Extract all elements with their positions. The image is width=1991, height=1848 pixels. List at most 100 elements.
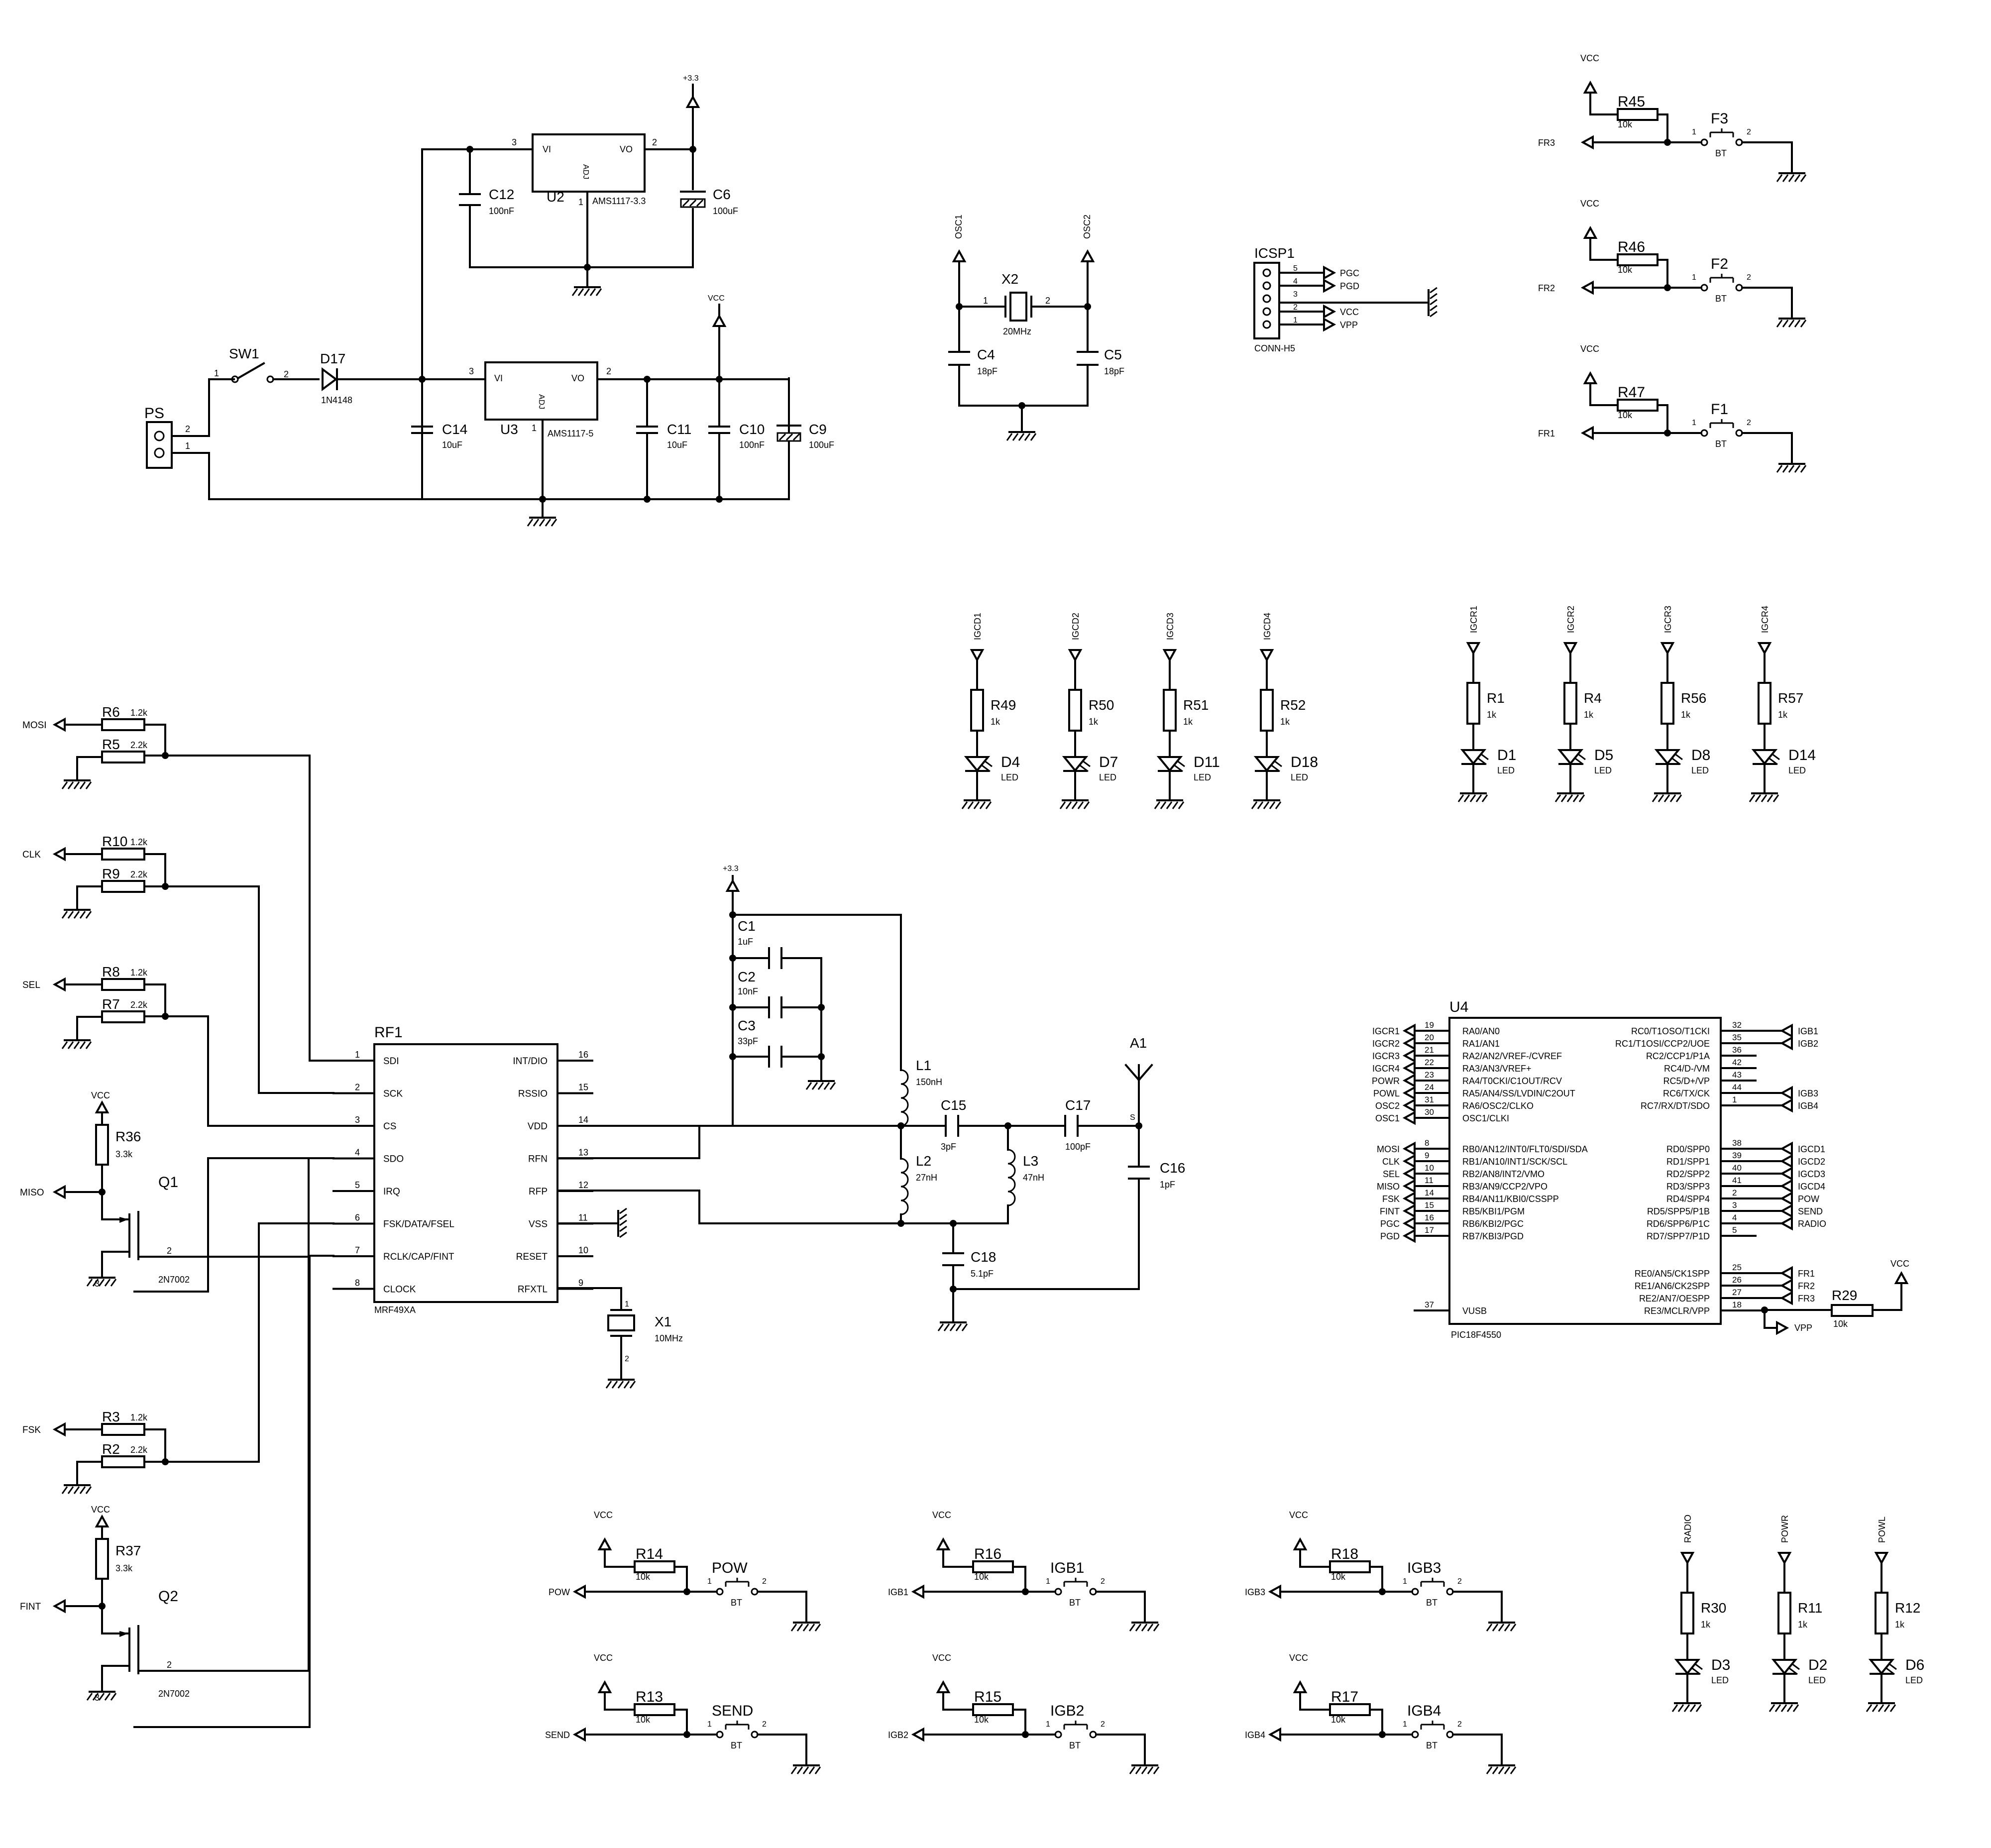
- switch-pin-b: 2: [1457, 1720, 1462, 1729]
- ground-hatch: [1059, 801, 1090, 809]
- regulator-u2-pin-vo: 2: [652, 137, 657, 147]
- resistor-ref: R56: [1681, 690, 1706, 706]
- ground-symbol-icon: [1776, 318, 1807, 327]
- rf1-value: MRF49XA: [374, 1305, 416, 1315]
- switch-value: BT: [1715, 294, 1727, 304]
- switch-contact: [1411, 1588, 1419, 1596]
- resistor-body: [1163, 689, 1177, 732]
- u4-net-arrow-icon: [1402, 1179, 1416, 1194]
- led-emission: [1080, 760, 1091, 772]
- net-arrow-icon: [52, 847, 66, 862]
- u4-pin-number: 23: [1425, 1070, 1434, 1080]
- resistor-ref: R10: [102, 834, 127, 849]
- ground-hatch: [1776, 465, 1807, 473]
- u4-net-arrow-icon: [1402, 1228, 1416, 1243]
- ground-symbol-icon: [617, 1207, 627, 1238]
- wire: [76, 1461, 103, 1485]
- regulator-u3-value: AMS1117-5: [548, 429, 593, 438]
- u4-pin-name: RA4/T0CKI/C1OUT/RCV: [1462, 1076, 1562, 1086]
- led-value: LED: [1711, 1675, 1729, 1685]
- cap-c17-ref: C17: [1065, 1097, 1091, 1113]
- ground-hatch: [61, 1486, 92, 1494]
- u4-pin-name: RE3/MCLR/VPP: [1644, 1306, 1710, 1316]
- resistor-value: 10k: [636, 1572, 651, 1582]
- led-net-label: IGCR3: [1663, 606, 1673, 633]
- ground-symbol-icon: [937, 1321, 968, 1331]
- wire: [1095, 1591, 1146, 1623]
- divider-net-label: FSK: [22, 1425, 41, 1435]
- u4-pin-name: RD6/SPP6/P1C: [1647, 1219, 1710, 1229]
- u4-net-label: PGC: [1380, 1219, 1400, 1229]
- cap-c11-value: 10uF: [667, 440, 687, 450]
- resistor-value: 10k: [1618, 265, 1633, 275]
- ground-symbol-icon: [1769, 1702, 1799, 1712]
- u4-net-label: MOSI: [1377, 1144, 1400, 1154]
- led-emission: [1575, 753, 1586, 765]
- u4-pin-number: 25: [1732, 1263, 1742, 1272]
- resistor-value: 1.2k: [130, 1413, 148, 1422]
- ground-symbol-icon: [805, 1080, 836, 1090]
- net-label: MISO: [20, 1188, 44, 1198]
- u4-net-label: PGD: [1380, 1231, 1400, 1241]
- wire: [101, 1251, 130, 1278]
- hatch: [696, 199, 704, 207]
- ground-hatch: [86, 1693, 117, 1701]
- ground-symbol-icon: [571, 286, 602, 296]
- wire: [673, 1709, 688, 1736]
- resistor-body: [1260, 689, 1274, 732]
- rf1-pin-number: 6: [355, 1213, 360, 1223]
- switch-pin-a: 1: [1692, 419, 1696, 427]
- led-net-label: IGCD4: [1262, 613, 1272, 640]
- vcc-arrow-icon: [1293, 1537, 1308, 1550]
- led-net-arrow-icon: [1563, 642, 1578, 655]
- ground-symbol-icon: [1486, 1764, 1517, 1774]
- icsp-pin-3: [1262, 294, 1271, 303]
- icsp-pin-number: 1: [1293, 316, 1298, 325]
- wire-ground-rail: [171, 377, 790, 500]
- power-connector-pin-1: [154, 447, 165, 458]
- u4-net-label: MISO: [1377, 1182, 1400, 1192]
- u4-pin-name: RB4/AN11/KBI0/CSSPP: [1462, 1194, 1559, 1204]
- resistor-ref: R4: [1584, 690, 1602, 706]
- led-net-label: POWL: [1877, 1517, 1887, 1543]
- inductor-l1-ref: L1: [916, 1058, 931, 1073]
- ground-hatch: [1486, 1624, 1517, 1631]
- u4-pin-name: RB7/KBI3/PGD: [1462, 1231, 1524, 1241]
- wire: [1589, 92, 1619, 115]
- switch-contact: [716, 1731, 724, 1739]
- vcc-label: VCC: [594, 1653, 613, 1663]
- led-icon: [1674, 1659, 1701, 1675]
- ground-hatch: [961, 801, 992, 809]
- resistor-ref: R6: [102, 704, 120, 720]
- switch-pin1: 1: [214, 368, 219, 378]
- power-section: PS 2 1 SW1 1 2 D17 1N4148 C14 10uF C12 1: [144, 74, 834, 527]
- divider-net-label: CLK: [22, 850, 41, 860]
- junction: [689, 146, 696, 153]
- ground-hatch: [1554, 794, 1585, 802]
- net-arrow-icon: [52, 1599, 66, 1614]
- ground-symbol-icon: [1457, 792, 1488, 802]
- ground-symbol-icon: [1059, 799, 1090, 809]
- rf1-pin-number: 2: [355, 1083, 360, 1092]
- icsp-net-arrow-icon: [1323, 265, 1336, 280]
- resistor-body: [1068, 689, 1082, 732]
- resistor-body: [1466, 682, 1480, 725]
- u4-net-label: POW: [1798, 1194, 1819, 1204]
- rf1-pin-name: IRQ: [383, 1187, 400, 1197]
- resistor-value: 10k: [974, 1715, 989, 1725]
- u4-pin-number: 39: [1732, 1151, 1742, 1160]
- rf1-ref: RF1: [374, 1024, 403, 1041]
- led-ref: D8: [1691, 747, 1710, 763]
- ground-symbol-icon: [961, 799, 992, 809]
- mosfet-value: 2N7002: [158, 1689, 190, 1699]
- resistor-body: [1875, 1592, 1888, 1634]
- cap-c9-value: 100uF: [809, 440, 834, 450]
- rf1-pin-number: 8: [355, 1278, 360, 1288]
- u4-net-arrow-icon: [1402, 1216, 1416, 1231]
- switch-pin-a: 1: [707, 1720, 712, 1729]
